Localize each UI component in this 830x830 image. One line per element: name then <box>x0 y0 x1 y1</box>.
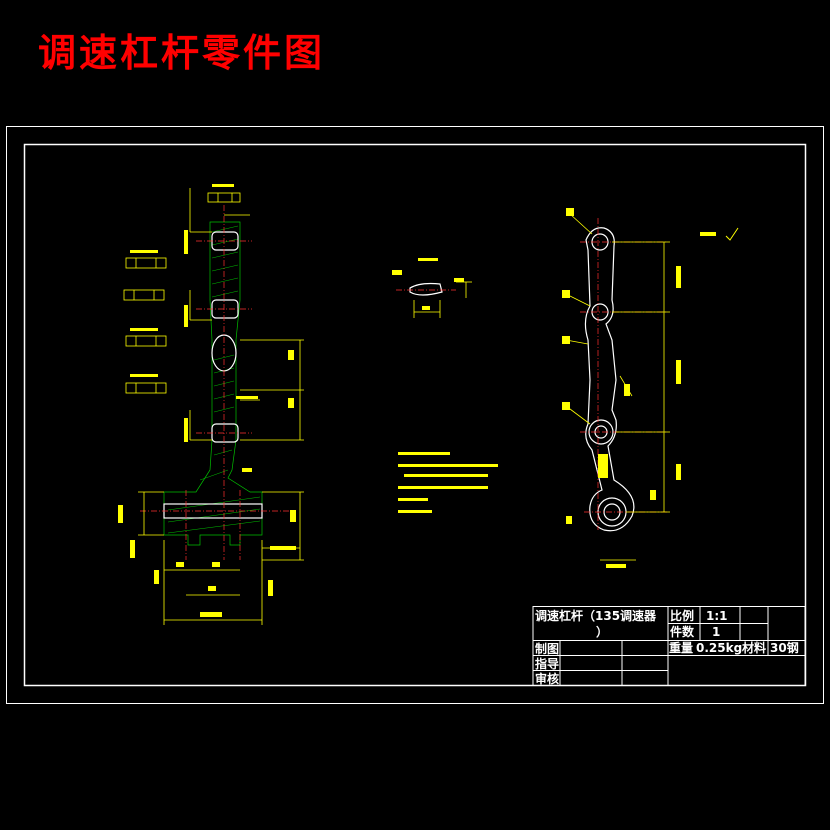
part-name-line2: ） <box>596 624 608 639</box>
review-label: 审核 <box>535 671 559 686</box>
part-name-line1: 调速杠杆（135调速器 <box>535 608 657 623</box>
right-view <box>562 208 739 568</box>
quantity-value: 1 <box>712 625 720 639</box>
weight-value: 0.25kg <box>696 641 742 655</box>
outer-frame <box>6 126 824 704</box>
quantity-label: 件数 <box>670 624 695 639</box>
left-view <box>118 184 304 625</box>
scale-label: 比例 <box>670 608 694 623</box>
technical-notes <box>398 452 498 513</box>
material-value: 30钢 <box>770 640 799 655</box>
drawn-label: 制图 <box>535 641 559 656</box>
inner-frame <box>23 143 807 687</box>
title-block <box>532 606 806 686</box>
material-label: 材料 <box>741 640 766 655</box>
page-title: 调速杠杆零件图 <box>38 30 326 75</box>
guide-label: 指导 <box>535 656 559 671</box>
scale-value: 1:1 <box>706 609 728 623</box>
weight-label: 重量 <box>669 640 693 655</box>
section-a-view <box>392 258 472 318</box>
